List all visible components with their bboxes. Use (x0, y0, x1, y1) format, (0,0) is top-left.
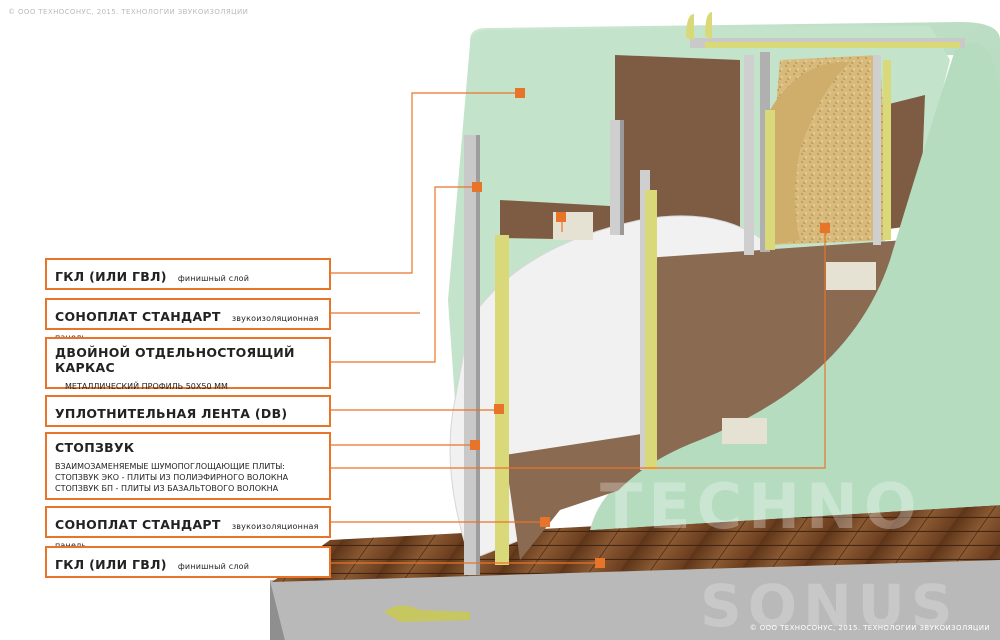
label-gkl-top: ГКЛ (ИЛИ ГВЛ) финишный слой (45, 258, 331, 290)
label-note-line-1: ВЗАИМОЗАМЕНЯЕМЫЕ ШУМОПОГЛОЩАЮЩИЕ ПЛИТЫ: (55, 462, 285, 471)
label-title: ДВОЙНОЙ ОТДЕЛЬНОСТОЯЩИЙ КАРКАС (55, 345, 295, 375)
sonoplat-front-board-upper (645, 240, 905, 470)
mineral-wool-curl (765, 61, 850, 245)
label-subtitle: финишный слой (177, 562, 250, 571)
copyright-bottom: © ООО ТЕХНОСОНУС, 2015. ТЕХНОЛОГИИ ЗВУКО… (749, 624, 990, 632)
label-title: СОНОПЛАТ СТАНДАРТ (55, 309, 221, 324)
label-title: УПЛОТНИТЕЛЬНАЯ ЛЕНТА (DB) (55, 406, 288, 421)
sealing-tape (495, 12, 960, 565)
watermark-line-2: SONUS (700, 572, 959, 640)
label-sonoplat-top: СОНОПЛАТ СТАНДАРТ звукоизоляционная пане… (45, 298, 331, 342)
label-title: СОНОПЛАТ СТАНДАРТ (55, 517, 221, 532)
label-title: ГКЛ (ИЛИ ГВЛ) (55, 557, 167, 572)
leader-markers (470, 88, 830, 568)
label-sealing-tape: УПЛОТНИТЕЛЬНАЯ ЛЕНТА (DB) (45, 395, 331, 427)
copyright-top: © ООО ТЕХНОСОНУС, 2015. ТЕХНОЛОГИИ ЗВУКО… (8, 8, 249, 16)
label-subtitle: финишный слой (177, 274, 250, 283)
label-title: СТОПЗВУК (55, 440, 135, 455)
concrete-slab-edge (270, 580, 285, 640)
label-stopzvuk: СТОПЗВУК ВЗАИМОЗАМЕНЯЕМЫЕ ШУМОПОГЛОЩАЮЩИ… (45, 432, 331, 500)
gkl-front-layer (590, 43, 1000, 530)
sonoplat-back-board-1 (615, 55, 740, 235)
label-note-line-2: СТОПЗВУК ЭКО - ПЛИТЫ ИЗ ПОЛИЭФИРНОГО ВОЛ… (55, 473, 289, 482)
board-sticker-2 (826, 262, 876, 290)
label-subtitle: звукоизоляционная панель (55, 522, 319, 550)
label-gkl-bottom: ГКЛ (ИЛИ ГВЛ) финишный слой (45, 546, 331, 578)
label-note: ВЗАИМОЗАМЕНЯЕМЫЕ ШУМОПОГЛОЩАЮЩИЕ ПЛИТЫ: … (55, 461, 321, 494)
label-frame: ДВОЙНОЙ ОТДЕЛЬНОСТОЯЩИЙ КАРКАС МЕТАЛЛИЧЕ… (45, 337, 331, 391)
label-note: МЕТАЛЛИЧЕСКИЙ ПРОФИЛЬ 50Х50 ММ (65, 382, 228, 391)
label-title: ГКЛ (ИЛИ ГВЛ) (55, 269, 167, 284)
label-sonoplat-bottom: СОНОПЛАТ СТАНДАРТ звукоизоляционная пане… (45, 506, 331, 550)
leader-lines (331, 92, 826, 564)
watermark-line-1: TECHNO (600, 470, 923, 543)
board-sticker-3 (722, 418, 767, 444)
label-note-line-3: СТОПЗВУК БП - ПЛИТЫ ИЗ БАЗАЛЬТОВОГО ВОЛО… (55, 484, 279, 493)
floor-tape-curls (384, 605, 470, 622)
